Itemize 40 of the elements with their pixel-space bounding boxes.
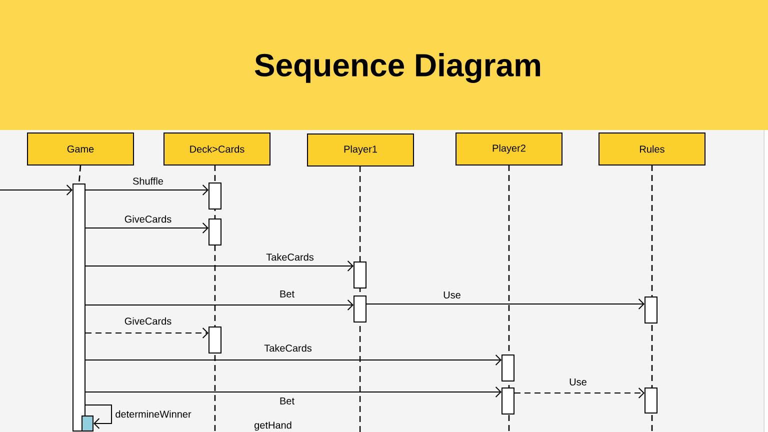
message-label: Use — [444, 292, 460, 298]
message-label: Bet — [280, 290, 294, 298]
message-arrow — [85, 404, 112, 429]
lifeline-header: Player1 — [307, 134, 414, 166]
activation-bar — [644, 388, 658, 414]
activation-bar — [644, 296, 658, 324]
activation-bar — [208, 326, 222, 354]
activation-bar — [354, 296, 366, 322]
message-label: TakeCards — [266, 253, 314, 261]
message-arrow — [366, 298, 644, 310]
lifeline — [78, 165, 82, 184]
message-arrow — [514, 388, 644, 398]
activation-bar — [502, 388, 514, 414]
message-arrow — [85, 222, 208, 234]
activation-bar — [82, 416, 94, 432]
activation-bar — [502, 354, 514, 382]
message-label: GiveCards — [124, 215, 172, 223]
title: Sequence Diagram — [254, 53, 540, 83]
lifeline-header: Game — [27, 132, 134, 166]
message-arrow — [85, 260, 354, 272]
message-label: getHand — [254, 421, 292, 431]
message-arrow — [85, 386, 502, 398]
message-label: Bet — [280, 398, 294, 404]
message-arrow — [85, 300, 354, 310]
lifeline-header: Deck>Cards — [164, 132, 270, 166]
message-label: determineWinner — [116, 410, 192, 418]
activation-bar — [354, 262, 366, 288]
activation-bar — [72, 184, 86, 432]
message-label: GiveCards — [124, 317, 172, 325]
message-arrow — [85, 354, 502, 366]
lifeline-header: Player2 — [456, 132, 562, 166]
message-arrow — [0, 184, 72, 196]
message-label: TakeCards — [264, 344, 312, 352]
message-arrow — [85, 184, 208, 196]
activation-bar — [208, 182, 222, 210]
lifeline-header: Rules — [598, 132, 706, 166]
message-arrow — [85, 328, 208, 338]
message-label: Use — [570, 378, 586, 386]
activation-bar — [208, 218, 222, 246]
message-label: Shuffle — [132, 177, 164, 185]
